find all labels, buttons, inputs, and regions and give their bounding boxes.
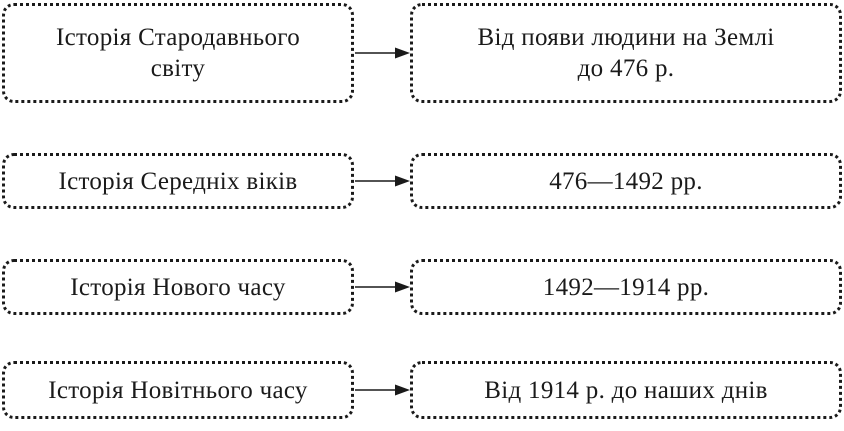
period-range-ancient: Від появи людини на Землі до 476 р. xyxy=(410,3,842,103)
period-range-label: Від 1914 р. до наших днів xyxy=(484,376,768,404)
period-range-label: Від появи людини на Землі до 476 р. xyxy=(477,24,775,82)
period-name-label: Історія Стародавнього світу xyxy=(56,24,300,82)
arrow-right-icon xyxy=(355,174,410,188)
arrow-right-icon xyxy=(355,46,410,60)
period-name-ancient: Історія Стародавнього світу xyxy=(2,3,354,103)
period-name-label: Історія Середніх віків xyxy=(58,167,298,195)
period-range-middle-ages: 476—1492 рр. xyxy=(410,153,842,209)
period-name-middle-ages: Історія Середніх віків xyxy=(2,153,354,209)
arrow-right-icon xyxy=(355,383,410,397)
period-name-contemporary: Історія Новітнього часу xyxy=(2,361,354,419)
period-name-label: Історія Нового часу xyxy=(70,273,286,301)
period-name-label: Історія Новітнього часу xyxy=(48,376,308,404)
period-range-label: 476—1492 рр. xyxy=(549,167,703,195)
period-range-contemporary: Від 1914 р. до наших днів xyxy=(410,361,842,419)
period-name-modern: Історія Нового часу xyxy=(2,259,354,315)
period-range-label: 1492—1914 рр. xyxy=(542,273,710,301)
arrow-right-icon xyxy=(355,280,410,294)
period-range-modern: 1492—1914 рр. xyxy=(410,259,842,315)
